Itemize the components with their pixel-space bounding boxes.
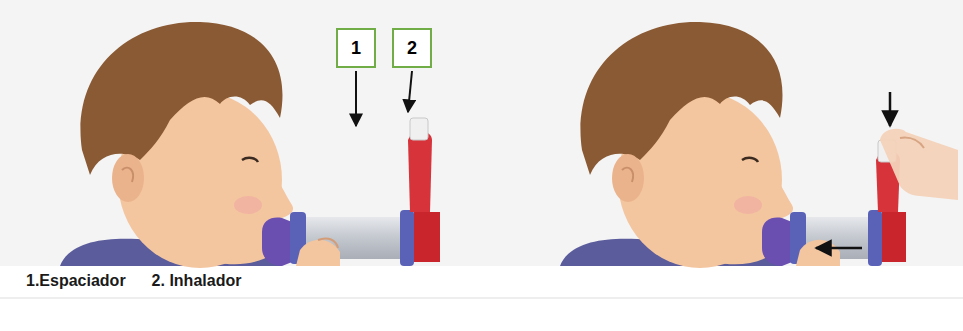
child-right [560, 22, 793, 268]
child-left [60, 22, 293, 268]
part-name: 1.Espaciador [26, 272, 126, 290]
spacer-left [262, 118, 440, 266]
leader-arrow [355, 71, 357, 126]
airflow-arrow [816, 247, 862, 250]
callout-box: 1 [336, 28, 376, 68]
callout-number: 1 [351, 38, 361, 59]
spacer-right [762, 129, 958, 266]
leader-arrow [408, 71, 412, 112]
callout-number: 2 [407, 38, 417, 59]
press-arrow [889, 92, 892, 126]
rule-line [0, 298, 963, 299]
part-name: 2. Inhalador [152, 272, 242, 290]
callout-box: 2 [392, 28, 432, 68]
